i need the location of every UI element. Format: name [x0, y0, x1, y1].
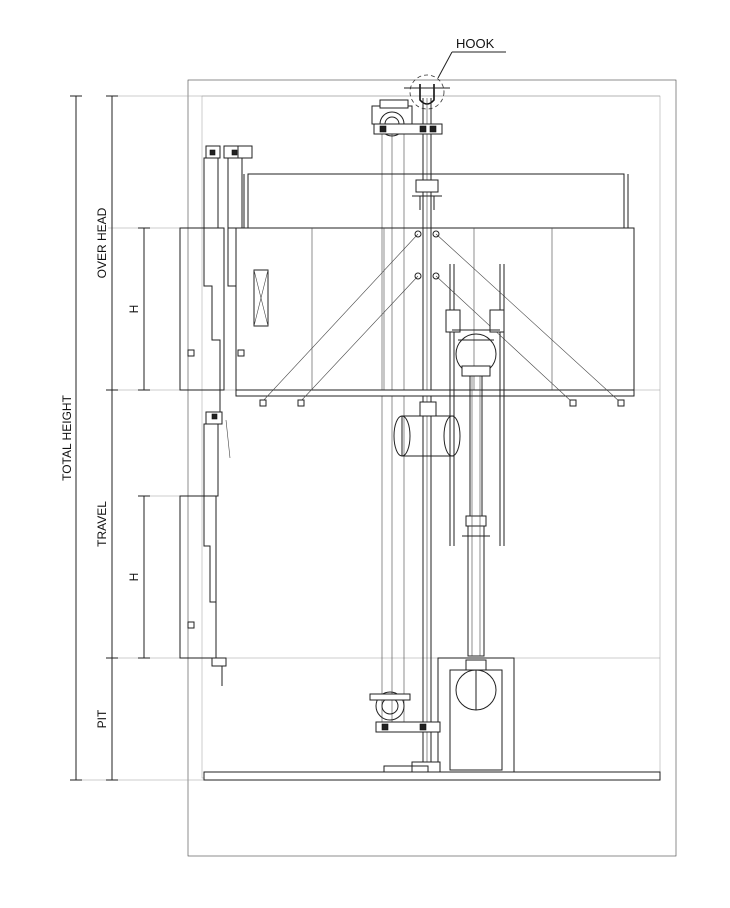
guide-rail: [381, 98, 432, 780]
outer-border: [187, 79, 677, 857]
h-upper-label: H: [127, 305, 141, 314]
top-pulley-assembly: [371, 99, 443, 137]
pit-jack-stand: [437, 657, 532, 773]
dimension-lines: [70, 95, 150, 781]
hydraulic-cylinder: [462, 375, 490, 657]
landing-door-lower: [179, 411, 231, 686]
landing-door-upper: [179, 145, 253, 412]
travel-label: TRAVEL: [95, 501, 109, 547]
over-head-label: OVER HEAD: [95, 207, 109, 278]
mid-buffer: [393, 401, 461, 457]
plunger-head: [445, 309, 505, 377]
pit-floor: [203, 771, 661, 781]
pit-label: PIT: [95, 709, 109, 728]
hook-label: HOOK: [456, 36, 495, 51]
level-lines: [72, 95, 660, 781]
total-height-label: TOTAL HEIGHT: [60, 394, 74, 480]
pit-pulley-assembly: [369, 691, 441, 775]
car-upper: [235, 173, 635, 546]
hook-callout: [404, 51, 506, 110]
h-lower-label: H: [127, 573, 141, 582]
